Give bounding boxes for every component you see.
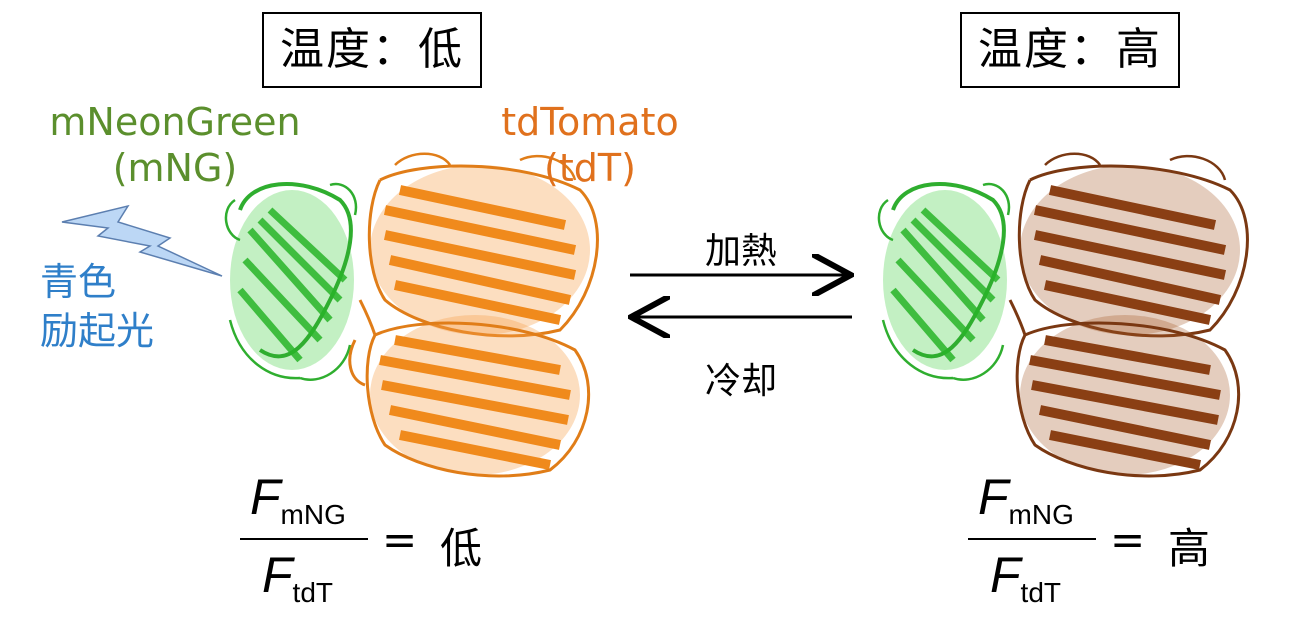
mng-label: mNeonGreen (mNG) — [30, 100, 320, 191]
tdt-abbr: (tdT) — [544, 145, 636, 190]
cooling-label: 冷却 — [705, 361, 778, 402]
right-ratio-fraction: FmNG FtdT — [968, 468, 1098, 618]
right-fraction-bar — [968, 538, 1096, 540]
mng-name: mNeonGreen — [49, 100, 301, 144]
left-temperature-label: 温度：低 — [262, 12, 482, 88]
left-denominator: FtdT — [262, 547, 334, 608]
left-ratio-equals: = — [382, 515, 418, 564]
right-tdt-protein-upper-icon — [1017, 152, 1249, 338]
left-fraction-bar — [240, 538, 368, 540]
right-numerator: FmNG — [978, 469, 1074, 530]
left-ratio-result: 低 — [440, 524, 483, 573]
lightning-icon — [61, 204, 223, 277]
right-mng-protein-icon — [877, 182, 1011, 381]
excitation-line1: 青色 — [40, 260, 117, 304]
tdt-name: tdTomato — [501, 100, 679, 144]
left-tdt-protein-upper-icon — [367, 152, 599, 338]
left-ratio-fraction: FmNG FtdT — [240, 468, 370, 618]
right-temperature-label: 温度：高 — [960, 12, 1180, 88]
heating-label: 加熱 — [705, 231, 778, 272]
excitation-label: 青色 励起光 — [40, 258, 154, 357]
right-denominator: FtdT — [990, 547, 1062, 608]
mng-abbr: (mNG) — [112, 145, 238, 190]
right-ratio-result: 高 — [1168, 524, 1211, 573]
left-mng-protein-icon — [224, 182, 358, 381]
excitation-line2: 励起光 — [40, 309, 155, 354]
tdt-label: tdTomato (tdT) — [485, 100, 695, 191]
left-numerator: FmNG — [250, 469, 346, 530]
left-tdt-protein-lower-icon — [348, 299, 591, 478]
right-tdt-protein-lower-icon — [1008, 299, 1241, 478]
right-ratio-equals: = — [1110, 515, 1146, 564]
